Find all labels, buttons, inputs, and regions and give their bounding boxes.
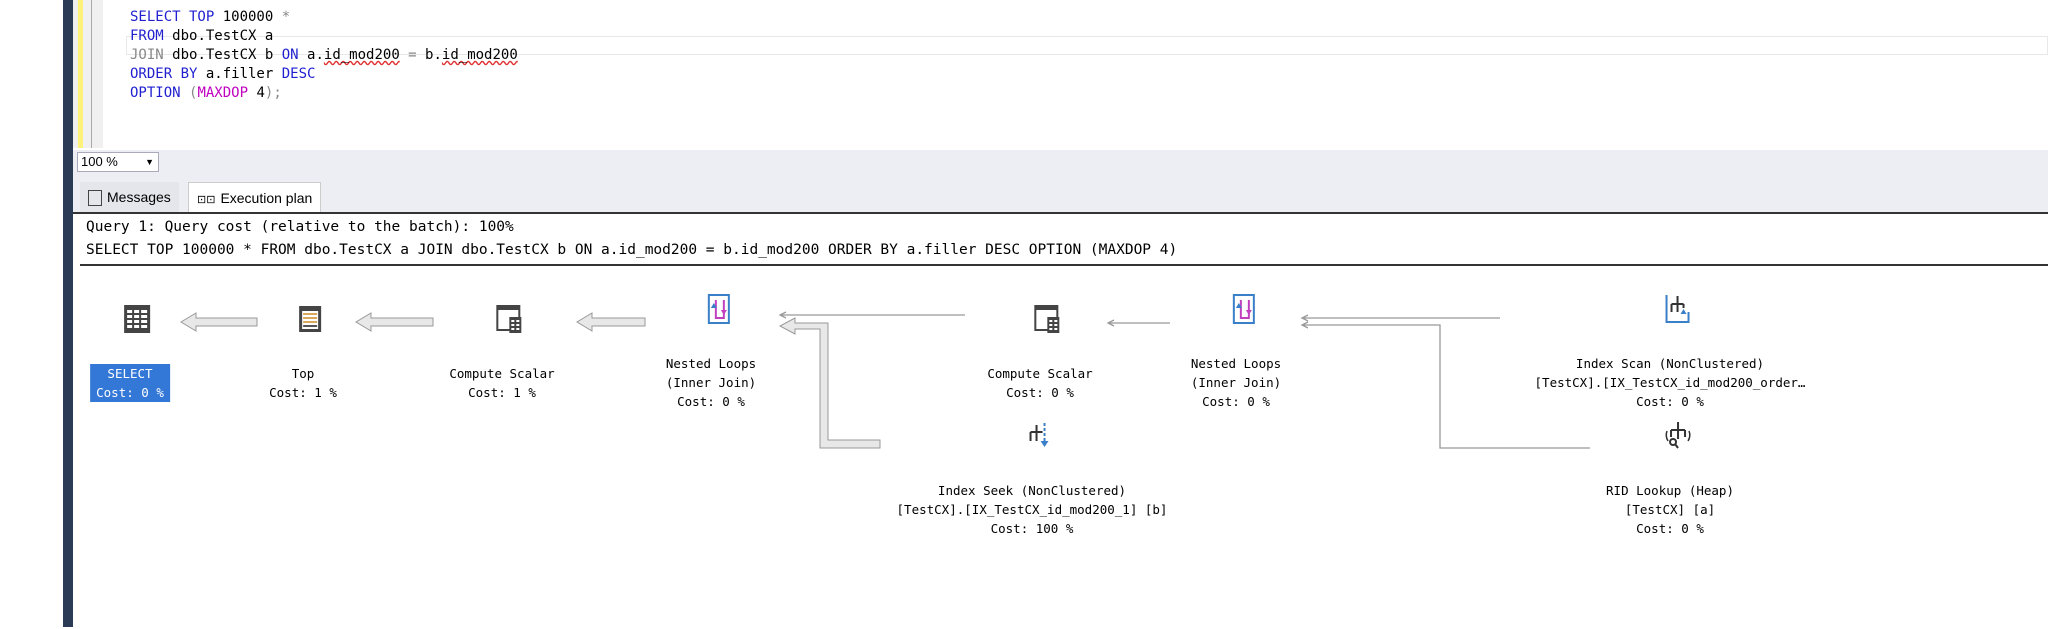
code-token: = <box>399 47 426 63</box>
arrow-scan-to-nl2 <box>1300 314 1500 322</box>
nested-loops-icon <box>707 294 730 324</box>
messages-icon <box>88 190 102 207</box>
gutter-divider <box>91 0 92 148</box>
window-border <box>63 0 73 627</box>
node-subtitle: [TestCX].[IX_TestCX_id_mod200_1] [b] <box>896 502 1168 517</box>
code-token: 4 <box>256 85 265 101</box>
code-token: 100000 <box>222 9 282 25</box>
nested-loops-icon <box>1232 294 1255 324</box>
code-token: DESC <box>281 66 316 82</box>
plan-node-rid-lookup[interactable]: RID Lookup (Heap) [TestCX] [a] Cost: 0 % <box>1606 400 1734 557</box>
code-token: MAXDOP <box>197 85 257 101</box>
tab-messages[interactable]: Messages <box>80 182 179 212</box>
code-token: SELECT TOP <box>130 9 223 25</box>
node-cost: Cost: 0 % <box>677 394 745 409</box>
code-token: id_mod200 <box>441 47 518 63</box>
tab-execution-plan[interactable]: ⊡⊡ Execution plan <box>188 182 322 212</box>
node-subtitle: [TestCX] [a] <box>1624 502 1716 517</box>
node-name: RID Lookup (Heap) <box>1606 483 1734 498</box>
compute-scalar-icon <box>496 305 522 333</box>
code-token: a. <box>307 47 324 63</box>
node-name: Compute Scalar <box>987 366 1093 381</box>
plan-node-select[interactable]: SELECT Cost: 0 % <box>90 283 170 421</box>
zoom-select[interactable]: 100 % ▼ <box>77 152 159 172</box>
execution-plan-icon: ⊡⊡ <box>197 194 216 206</box>
code-token: ( <box>189 85 198 101</box>
node-cost: Cost: 0 % <box>96 385 164 400</box>
query-editor[interactable] <box>73 0 2048 148</box>
tab-label: Messages <box>107 189 171 205</box>
results-tab-bar <box>73 174 2048 212</box>
node-cost: Cost: 0 % <box>1636 394 1704 409</box>
code-token: b. <box>425 47 442 63</box>
chevron-down-icon: ▼ <box>145 157 154 167</box>
plan-node-index-seek[interactable]: Index Seek (NonClustered) [TestCX].[IX_Te… <box>896 400 1168 557</box>
node-cost: Cost: 0 % <box>1636 521 1704 536</box>
code-line[interactable]: FROM dbo.TestCX a <box>130 27 273 46</box>
code-token: ON <box>281 47 308 63</box>
header-divider <box>80 264 2048 266</box>
arrow-top-to-select <box>180 312 258 332</box>
code-token: dbo.TestCX b <box>172 47 282 63</box>
plan-node-nested-loops-2[interactable]: Nested Loops (Inner Join) Cost: 0 % <box>1191 273 1281 430</box>
node-cost: Cost: 1 % <box>468 385 536 400</box>
query-cost-header: Query 1: Query cost (relative to the bat… <box>86 219 514 235</box>
code-token: a.filler <box>205 66 282 82</box>
plan-node-index-scan[interactable]: Index Scan (NonClustered) [TestCX].[IX_Te… <box>1534 273 1806 430</box>
node-name: SELECT <box>107 366 153 381</box>
node-name: Nested Loops <box>665 356 757 371</box>
node-subtitle: [TestCX].[IX_TestCX_id_mod200_order… <box>1534 375 1806 390</box>
arrow-nl-to-cs <box>576 312 646 332</box>
node-cost: Cost: 1 % <box>269 385 337 400</box>
arrow-nl2-to-cs2 <box>1106 319 1170 327</box>
code-line[interactable]: SELECT TOP 100000 * <box>130 8 290 27</box>
editor-status-bar <box>73 150 2048 174</box>
select-result-icon <box>124 305 151 333</box>
code-line[interactable]: ORDER BY a.filler DESC <box>130 65 315 84</box>
code-token: FROM <box>130 28 173 44</box>
plan-node-nested-loops-1[interactable]: Nested Loops (Inner Join) Cost: 0 % <box>666 273 756 430</box>
node-name: Top <box>291 366 315 381</box>
code-line[interactable]: JOIN dbo.TestCX b ON a.id_mod200 = b.id_… <box>130 46 518 65</box>
rid-lookup-icon <box>1664 422 1691 449</box>
code-token: ORDER BY <box>130 66 206 82</box>
execution-plan-pane <box>73 212 2048 629</box>
node-subtitle: (Inner Join) <box>1190 375 1282 390</box>
node-name: Index Scan (NonClustered) <box>1575 356 1765 371</box>
code-line[interactable]: OPTION (MAXDOP 4); <box>130 84 282 103</box>
node-subtitle: (Inner Join) <box>665 375 757 390</box>
arrow-cs-to-top <box>355 312 434 332</box>
query-text-header: SELECT TOP 100000 * FROM dbo.TestCX a JO… <box>86 242 1178 258</box>
index-seek-icon <box>1029 423 1049 447</box>
zoom-value: 100 % <box>81 154 118 169</box>
code-token: id_mod200 <box>323 47 400 63</box>
node-name: Index Seek (NonClustered) <box>937 483 1127 498</box>
change-marker <box>78 0 83 148</box>
node-cost: Cost: 0 % <box>1202 394 1270 409</box>
code-token: JOIN <box>130 47 173 63</box>
arrow-cs2-to-nl1 <box>778 311 965 319</box>
node-name: Compute Scalar <box>449 366 555 381</box>
code-token: OPTION <box>130 85 190 101</box>
code-token: ); <box>264 85 282 101</box>
node-name: Nested Loops <box>1190 356 1282 371</box>
code-token: * <box>281 9 291 25</box>
index-scan-icon <box>1665 295 1690 323</box>
arrow-rid-to-nl2 <box>1300 321 1590 449</box>
top-icon <box>299 306 322 332</box>
node-cost: Cost: 100 % <box>990 521 1074 536</box>
tab-label: Execution plan <box>220 190 313 206</box>
node-cost: Cost: 0 % <box>1006 385 1074 400</box>
compute-scalar-icon <box>1034 305 1060 333</box>
arrow-seek-to-nl <box>778 317 881 449</box>
code-token: dbo.TestCX a <box>172 28 274 44</box>
